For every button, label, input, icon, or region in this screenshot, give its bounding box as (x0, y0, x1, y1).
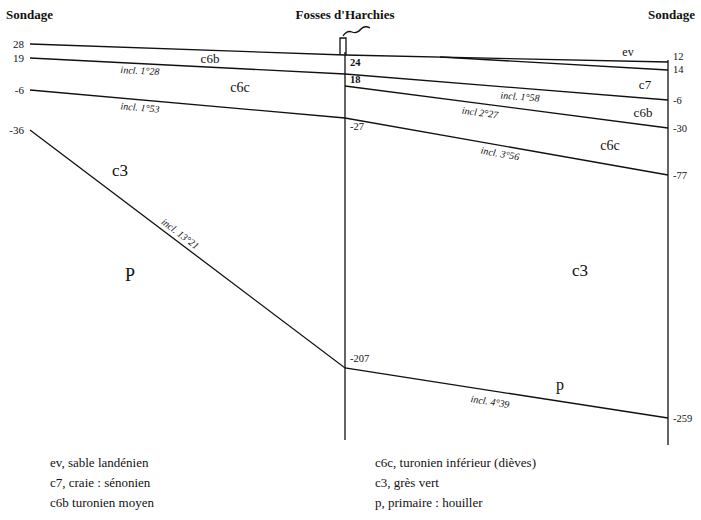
borehole-line (667, 60, 668, 445)
legend-entry: c7, craie : sénonien (50, 476, 150, 489)
layer-code: c6b (634, 106, 653, 119)
elevation-number: 19 (13, 53, 24, 64)
legend-entry: c6c, turonien inférieur (dièves) (375, 456, 536, 469)
elevation-number: 18 (350, 75, 361, 86)
layer-code: c6c (230, 81, 249, 95)
legend-entry: c3, grès vert (375, 476, 439, 489)
layer-code: c3 (112, 162, 128, 179)
surface-line (30, 44, 668, 62)
legend-entry: ev, sable landénien (50, 456, 148, 469)
dip-label: incl. 3°56 (480, 146, 520, 163)
elevation-number: -30 (673, 124, 687, 135)
borehole-title: Sondage (6, 8, 53, 21)
elevation-number: -36 (9, 125, 24, 136)
elevation-number: 12 (673, 52, 684, 63)
elevation-number: 24 (350, 58, 361, 69)
layer-code: c6b (201, 52, 220, 65)
layer-code: ev (622, 46, 633, 58)
elevation-number: -77 (673, 171, 687, 182)
contact-line (30, 58, 668, 100)
elevation-number: -6 (673, 96, 682, 107)
contact-line (440, 57, 668, 70)
contact-line (345, 86, 668, 128)
legend-entry: p, primaire : houiller (375, 496, 483, 509)
dip-label: incl. 13°21 (159, 217, 200, 252)
shaft-title: Fosses d'Harchies (295, 8, 394, 21)
layer-code: p (556, 377, 564, 393)
layer-code: c7 (639, 78, 651, 91)
dip-label: incl. 4°39 (470, 394, 510, 410)
elevation-number: 14 (673, 65, 684, 76)
smoke-symbol (343, 27, 370, 36)
dip-label: incl. 1°58 (500, 90, 540, 103)
elevation-number: -207 (350, 354, 369, 365)
dip-label: incl 2°27 (461, 106, 498, 121)
elevation-number: -27 (350, 122, 364, 133)
borehole-title: Sondage (648, 8, 695, 21)
layer-code: c3 (572, 262, 588, 279)
layer-code: P (125, 266, 135, 284)
layer-code: c6c (600, 139, 619, 153)
legend-entry: c6b turonien moyen (50, 496, 154, 509)
shaft-line (344, 52, 345, 440)
chimney-symbol (340, 38, 346, 55)
elevation-number: -6 (15, 85, 24, 96)
contact-line (30, 130, 668, 418)
elevation-number: 28 (13, 39, 24, 50)
dip-label: incl. 1°53 (120, 101, 160, 114)
elevation-number: -259 (673, 414, 692, 425)
dip-label: incl. 1°28 (120, 65, 159, 77)
